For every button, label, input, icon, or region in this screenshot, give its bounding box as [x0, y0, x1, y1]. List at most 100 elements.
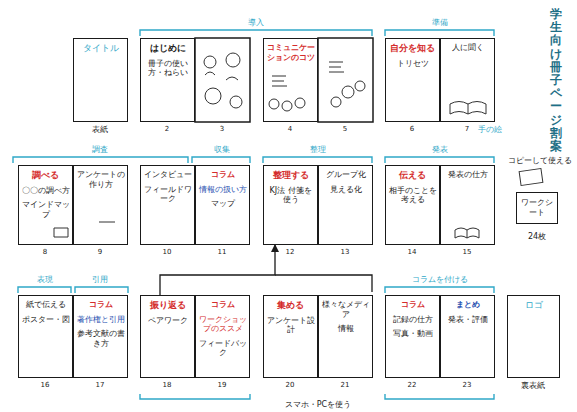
page-heading: まとめ [456, 300, 480, 310]
page-number: 17 [95, 381, 106, 389]
page-box: 紙で伝えるポスター・図 [18, 295, 73, 378]
page-note: 情報 [338, 324, 354, 334]
page-title: 学生向け冊子ページ割案 [550, 8, 562, 153]
flow-arrow [160, 245, 275, 295]
note-label: 引用 [91, 275, 109, 284]
page-box: 発表の仕方 [440, 165, 495, 245]
page-note: フィールドワーク [143, 185, 192, 204]
page-heading: 集める [277, 300, 304, 311]
page-box: グループ化見える化 [318, 165, 373, 245]
page-box: 振り返るペアワーク [140, 295, 195, 378]
page-note: 記録の仕方 [393, 315, 433, 325]
page-box: ロゴ [507, 295, 560, 378]
page-heading: コラム [89, 300, 113, 310]
page-heading: 伝える [399, 170, 426, 181]
page-box: アンケートの作り方 [73, 165, 128, 245]
page-heading: タイトル [83, 43, 119, 54]
page-heading: 調べる [32, 170, 59, 181]
page-heading: 振り返る [150, 300, 186, 311]
page-box [195, 38, 250, 122]
page-box: 集めるアンケート設計 [263, 295, 318, 378]
note-label: 導入 [247, 18, 265, 27]
page-note: 〇〇の調べ方 [22, 186, 70, 196]
page-number: 7 [464, 125, 470, 133]
page-number: 16 [40, 381, 51, 389]
note-label: コピーして使える [507, 156, 573, 165]
page-note: 参考文献の書き方 [76, 329, 125, 348]
page-note: 相手のことを考える [388, 186, 437, 205]
page-number: 5 [342, 125, 348, 133]
note-label: スマホ・PCを使う [284, 400, 352, 409]
page-number: 6 [409, 125, 415, 133]
page-note: フィードバック [198, 339, 247, 358]
page-box: 整理する KJ法 付箋を使う [263, 165, 318, 245]
page-box: 人に聞く [440, 38, 495, 122]
note-label: 表現 [36, 275, 54, 284]
page-box: インタビューフィールドワーク [140, 165, 195, 245]
page-box: コラムワークショップのススメフィードバック [195, 295, 250, 378]
page-note: マインドマップ [21, 200, 70, 219]
note-label: 手の絵 [477, 125, 503, 134]
page-box: はじめに冊子の使い方・ねらい [140, 38, 195, 122]
page-number: 20 [285, 381, 296, 389]
worksheet-box: ワークシート [516, 192, 558, 224]
page-heading: 様々なメディア [321, 300, 370, 319]
note-label: 収集 [213, 145, 231, 154]
page-number: 14 [407, 248, 418, 256]
page-box [318, 38, 373, 122]
note-label: 調査 [91, 145, 109, 154]
page-box: タイトル [73, 38, 128, 122]
page-box: 調べる〇〇の調べ方マインドマップ [18, 165, 73, 245]
page-box: 伝える相手のことを考える [385, 165, 440, 245]
note-label: 24枚 [527, 232, 547, 241]
page-box: まとめ発表・評価 [440, 295, 495, 378]
page-number: 15 [462, 248, 473, 256]
page-heading: 紙で伝える [26, 300, 66, 310]
page-note: ポスター・図 [22, 315, 70, 325]
page-number: 8 [42, 248, 48, 256]
page-number: 12 [285, 248, 296, 256]
page-heading: アンケートの作り方 [76, 170, 125, 189]
page-number: 22 [407, 381, 418, 389]
note-label: コラムを付ける [411, 275, 469, 284]
page-note: ペアワーク [148, 316, 188, 326]
page-note: 見える化 [330, 185, 362, 195]
note-label: 裏表紙 [520, 381, 546, 390]
page-box: コラム著作権と引用参考文献の書き方 [73, 295, 128, 378]
page-box: 自分を知るトリセツ [385, 38, 440, 122]
page-box: コミュニケーションのコツ [263, 38, 318, 122]
page-heading: インタビュー [144, 170, 192, 180]
page-number: 3 [219, 125, 225, 133]
page-number: 11 [217, 248, 228, 256]
page-number: 18 [162, 381, 173, 389]
page-heading: コラム [211, 300, 235, 310]
page-note: マップ [211, 199, 235, 209]
page-note: 写真・動画 [393, 329, 433, 339]
note-label: 表紙 [91, 125, 109, 134]
page-heading: コラム [211, 170, 235, 180]
page-note: トリセツ [397, 59, 429, 69]
page-heading: 整理する [273, 170, 309, 181]
page-number: 4 [287, 125, 293, 133]
page-note: 発表・評価 [448, 315, 488, 325]
page-note: 著作権と引用 [77, 315, 125, 325]
note-label: 準備 [431, 18, 449, 27]
page-number: 21 [340, 381, 351, 389]
page-box: 様々なメディア情報 [318, 295, 373, 378]
page-number: 13 [340, 248, 351, 256]
note-label: 整理 [309, 145, 327, 154]
page-heading: コラム [401, 300, 425, 310]
page-box: コラム情報の扱い方マップ [195, 165, 250, 245]
page-heading: 人に聞く [452, 43, 484, 53]
page-note: KJ法 付箋を使う [266, 186, 315, 205]
page-note: 情報の扱い方 [199, 185, 247, 195]
page-note: ワークショップのススメ [198, 315, 247, 334]
page-heading: 発表の仕方 [448, 170, 488, 180]
page-number: 19 [217, 381, 228, 389]
page-heading: ロゴ [525, 300, 543, 311]
page-note: 冊子の使い方・ねらい [143, 59, 192, 78]
note-label: 発表 [431, 145, 449, 154]
page-heading: ワークシート [519, 198, 555, 217]
